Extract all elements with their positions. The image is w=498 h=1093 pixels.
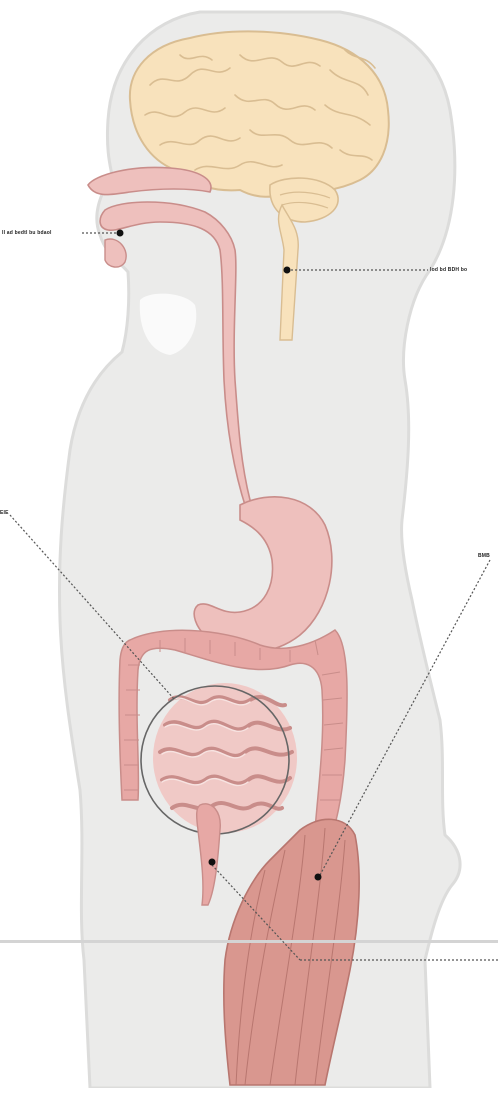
spinal-marker <box>284 267 291 274</box>
mouth-marker <box>117 230 124 237</box>
muscle-marker <box>315 874 322 881</box>
label-mouth: II ad bedtl bu bdaol <box>2 230 52 236</box>
rectum-marker <box>209 859 216 866</box>
label-spinal-cord: lod bd BDH bo <box>430 267 467 273</box>
ground-line <box>0 940 498 943</box>
label-left-mid: EIE <box>0 510 9 516</box>
label-right-mid: BMB <box>478 553 490 559</box>
